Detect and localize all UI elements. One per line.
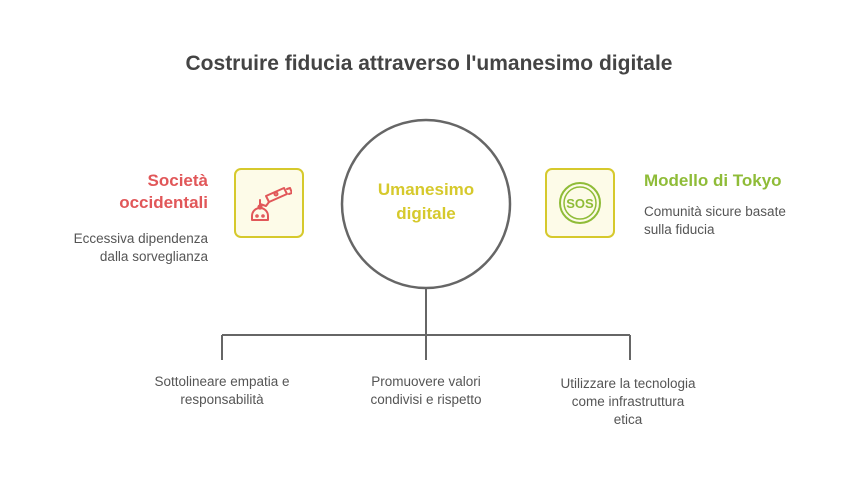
sos-icon: SOS <box>559 182 601 224</box>
left-heading-line2: occidentali <box>119 193 208 212</box>
right-description: Comunità sicure basate sulla fiducia <box>644 203 824 239</box>
diagram-title: Costruire fiducia attraverso l'umanesimo… <box>185 52 673 75</box>
right-heading: Modello di Tokyo <box>644 171 782 190</box>
center-label-line2: digitale <box>396 204 456 223</box>
branch-item-values: Promuovere valori condivisi e rispetto <box>343 373 509 409</box>
right-desc-line2: sulla fiducia <box>644 222 715 237</box>
branch-1-line1: Sottolineare empatia e <box>154 374 290 389</box>
surveillance-camera-icon <box>251 187 292 221</box>
branch-3-line2: come infrastruttura <box>571 394 685 409</box>
left-heading-line1: Società <box>147 171 208 190</box>
branch-2-line1: Promuovere valori <box>371 374 481 389</box>
sos-icon-text: SOS <box>566 196 594 211</box>
surveillance-icon-box <box>234 168 304 238</box>
branch-3-line1: Utilizzare la tecnologia <box>560 376 696 391</box>
left-description: Eccessiva dipendenza dalla sorveglianza <box>40 230 208 266</box>
branch-1-line2: responsabilità <box>180 392 264 407</box>
branch-item-empathy: Sottolineare empatia e responsabilità <box>122 373 322 409</box>
left-desc-line1: Eccessiva dipendenza <box>73 231 208 246</box>
branch-item-technology: Utilizzare la tecnologia come infrastrut… <box>528 375 728 429</box>
left-heading: Società occidentali <box>80 170 208 214</box>
center-label-line1: Umanesimo <box>377 180 475 199</box>
center-label: Umanesimo digitale <box>341 178 511 226</box>
branch-3-line3: etica <box>613 412 643 427</box>
left-desc-line2: dalla sorveglianza <box>99 249 208 264</box>
sos-icon-box: SOS <box>545 168 615 238</box>
right-desc-line1: Comunità sicure basate <box>644 204 786 219</box>
branch-2-line2: condivisi e rispetto <box>370 392 482 407</box>
